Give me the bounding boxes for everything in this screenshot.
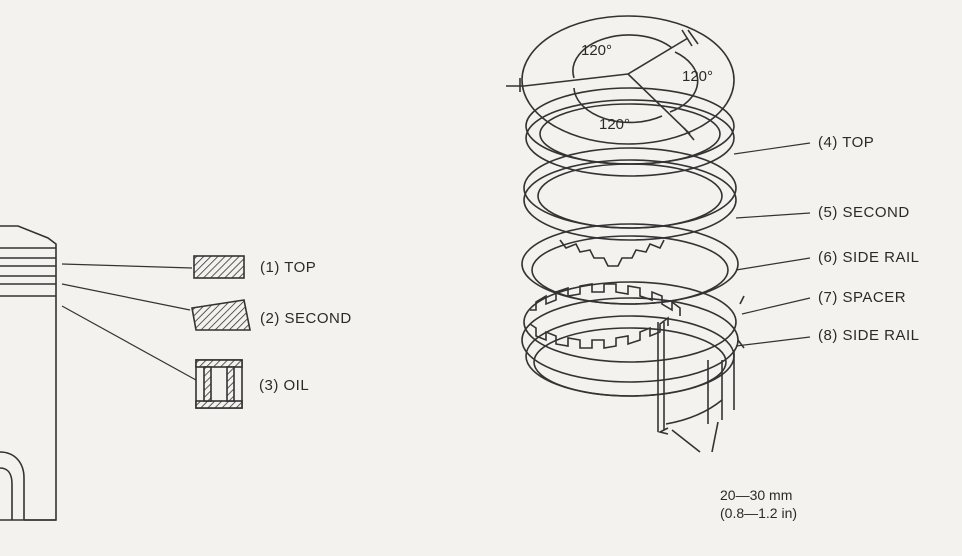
label-section-top: (1) TOP	[260, 259, 317, 276]
gap-imperial: (0.8—1.2 in)	[720, 505, 798, 521]
label-section-second: (2) SECOND	[260, 310, 352, 327]
second-ring-section	[191, 299, 251, 331]
section-leaders	[61, 263, 197, 381]
label-side-rail-lower: (8) SIDE RAIL	[818, 327, 920, 344]
gap-dimension: 20—30 mm (0.8—1.2 in)	[720, 486, 797, 522]
angle-plate	[521, 15, 735, 145]
upper-side-rail	[521, 223, 739, 305]
label-side-rail-upper: (6) SIDE RAIL	[818, 249, 920, 266]
lower-side-rail	[525, 315, 735, 397]
oil-ring-section	[195, 359, 243, 409]
spacer	[521, 239, 739, 383]
gap-metric: 20—30 mm	[720, 487, 793, 503]
second-ring	[523, 147, 737, 241]
label-spacer: (7) SPACER	[818, 289, 907, 306]
label-section-oil: (3) OIL	[259, 377, 310, 394]
ring-leaders	[733, 142, 811, 347]
ring-stack	[506, 15, 745, 453]
angle-label-top: 120°	[581, 42, 613, 59]
angle-label-bottom: 120°	[599, 116, 631, 133]
angle-label-right: 120°	[682, 68, 714, 85]
piston	[0, 225, 57, 521]
top-ring-section	[193, 255, 245, 279]
label-ring-top: (4) TOP	[818, 134, 875, 151]
label-ring-second: (5) SECOND	[818, 204, 910, 221]
